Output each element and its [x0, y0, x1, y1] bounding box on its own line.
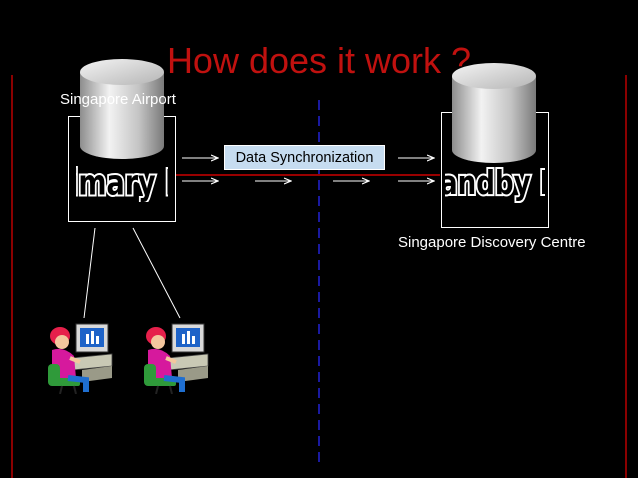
- primary-location-label: Singapore Airport: [60, 91, 176, 108]
- slide-title: How does it work ?: [166, 40, 472, 81]
- database-cylinder-icon: [452, 63, 536, 163]
- data-sync-label: Data Synchronization: [224, 145, 385, 170]
- primary-db-label: Primary DB: [76, 161, 168, 202]
- database-cylinder-icon: [80, 59, 164, 159]
- user-connection-line: [83, 227, 96, 319]
- user-at-computer-icon: [144, 323, 209, 394]
- standby-db-label: Standby DB: [445, 162, 545, 204]
- svg-text:Primary DB: Primary DB: [76, 162, 168, 202]
- standby-location-label: Singapore Discovery Centre: [398, 234, 586, 251]
- user-at-computer-icon: [48, 323, 113, 394]
- svg-text:Standby DB: Standby DB: [445, 164, 545, 202]
- user-connection-line: [132, 227, 181, 319]
